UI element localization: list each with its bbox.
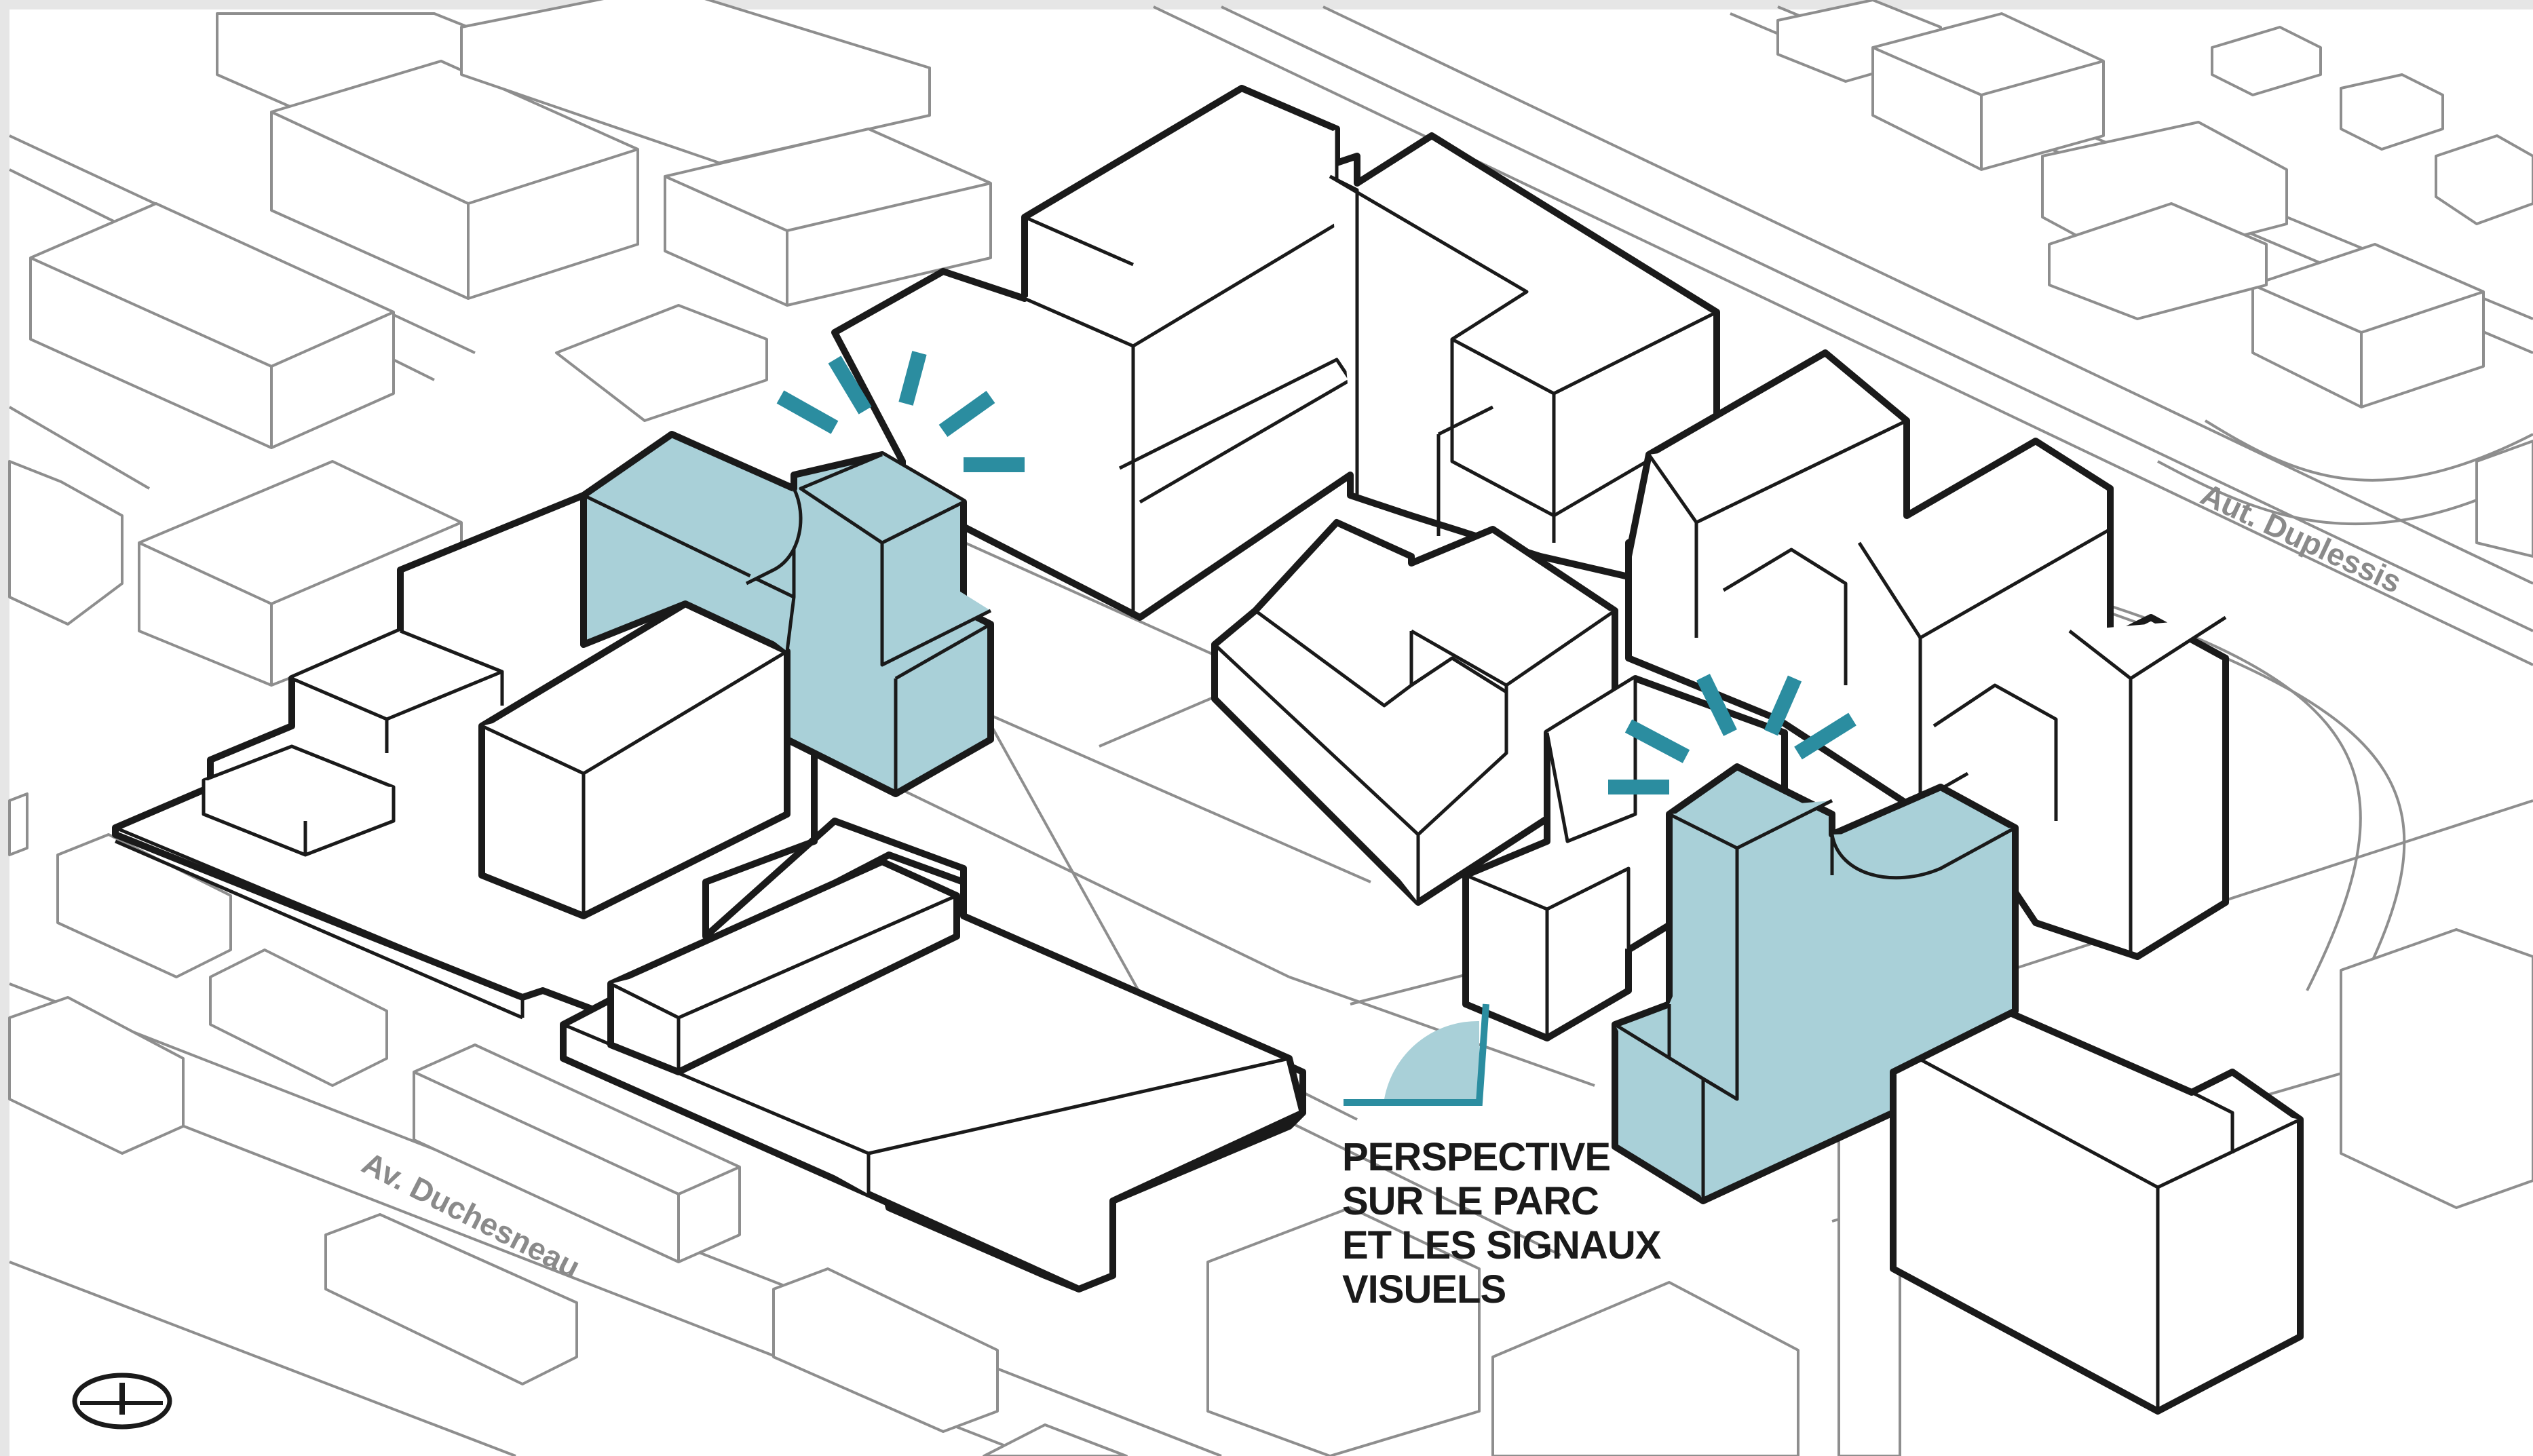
callout-line-1: PERSPECTIVE bbox=[1342, 1135, 1610, 1179]
visual-signal-icon bbox=[776, 351, 1856, 794]
callout-line-2: SUR LE PARC bbox=[1342, 1179, 1599, 1223]
frame-top-edge bbox=[0, 0, 2533, 9]
callout-label: PERSPECTIVE SUR LE PARC ET LES SIGNAUX V… bbox=[1342, 1135, 1662, 1311]
callout-line-3: ET LES SIGNAUX bbox=[1342, 1223, 1662, 1267]
north-arrow-icon bbox=[72, 1373, 172, 1430]
context-buildings bbox=[8, 0, 2533, 1456]
callout-line-4: VISUELS bbox=[1342, 1267, 1506, 1311]
highlighted-buildings bbox=[580, 431, 2019, 1204]
project-buildings bbox=[112, 85, 2304, 1415]
viewpoint-icon bbox=[1344, 1003, 1489, 1106]
frame-left-edge bbox=[0, 0, 9, 1456]
street-label-duplessis: Aut. Duplessis bbox=[2196, 476, 2407, 600]
